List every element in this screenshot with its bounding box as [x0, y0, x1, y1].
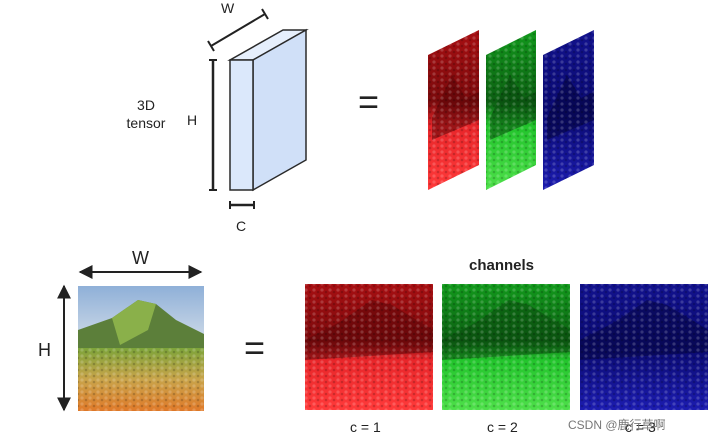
top-green-plane — [486, 30, 536, 190]
top-height-label: H — [187, 113, 197, 127]
bottom-blue-channel — [580, 284, 708, 410]
bottom-width-label: W — [132, 249, 149, 267]
tensor-label: 3D tensor — [120, 96, 172, 132]
channels-title: channels — [469, 258, 534, 273]
cuboid-front-face — [230, 60, 253, 190]
top-width-label: W — [221, 1, 234, 15]
top-blue-plane — [543, 30, 594, 190]
top-width-dimension — [211, 14, 265, 46]
top-equals-sign: = — [358, 84, 379, 120]
top-channel-label: C — [236, 219, 246, 233]
tensor-label-line2: tensor — [120, 114, 172, 132]
bottom-equals-sign: = — [244, 330, 265, 366]
watermark: CSDN @鹿行草啊 — [568, 419, 666, 431]
top-red-plane — [428, 30, 479, 190]
bottom-green-channel — [442, 284, 570, 410]
tensor-cuboid — [230, 30, 306, 190]
tensor-label-line1: 3D — [120, 96, 172, 114]
landscape-photo — [78, 286, 204, 411]
bottom-height-label: H — [38, 341, 51, 359]
channel-label-2: c = 2 — [487, 420, 518, 434]
bottom-red-channel — [305, 284, 433, 410]
channel-label-1: c = 1 — [350, 420, 381, 434]
